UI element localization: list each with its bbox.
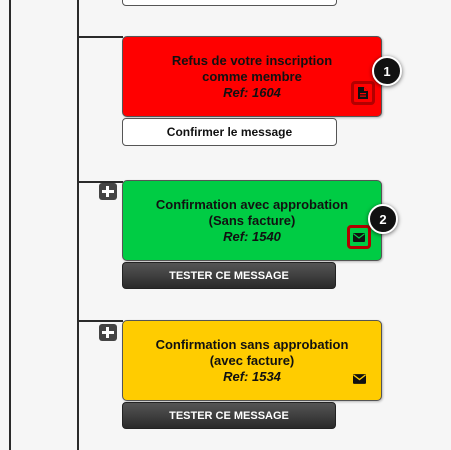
document-icon [358, 87, 368, 99]
test-message-button[interactable]: TESTER CE MESSAGE [122, 262, 336, 289]
card-ref: Ref: 1540 [223, 229, 281, 244]
envelope-icon [353, 232, 365, 242]
card-title-line2: comme membre [202, 69, 302, 84]
confirm-message-button[interactable]: Confirmer le message [122, 118, 337, 146]
envelope-icon [353, 374, 366, 384]
card-title-line1: Confirmation avec approbation [155, 197, 349, 212]
card-title-line2: (Sans facture) [208, 213, 296, 228]
tree-branch-2 [77, 181, 123, 183]
send-email-button[interactable] [353, 371, 367, 384]
expand-plus-icon[interactable] [99, 324, 117, 341]
tree-branch-1 [77, 36, 123, 38]
tree-line-inner [77, 0, 79, 450]
card-title-line1: Confirmation sans approbation [155, 337, 349, 352]
card-title-line1: Refus de votre inscription [171, 53, 333, 68]
send-email-button[interactable] [347, 225, 371, 249]
expand-plus-icon[interactable] [99, 183, 117, 200]
message-card-refus[interactable]: Refus de votre inscription comme membre … [122, 36, 382, 117]
previous-message-button[interactable] [122, 0, 337, 6]
callout-badge-1: 1 [372, 56, 402, 86]
message-card-avec-approbation[interactable]: Confirmation avec approbation (Sans fact… [122, 180, 382, 261]
card-ref: Ref: 1534 [223, 369, 281, 384]
test-message-button[interactable]: TESTER CE MESSAGE [122, 402, 336, 429]
card-title-line2: (avec facture) [209, 353, 295, 368]
view-document-button[interactable] [351, 81, 375, 105]
message-card-sans-approbation[interactable]: Confirmation sans approbation (avec fact… [122, 320, 382, 401]
tree-line-outer [9, 0, 11, 450]
callout-badge-2: 2 [368, 204, 398, 234]
card-ref: Ref: 1604 [223, 85, 281, 100]
tree-branch-3 [77, 320, 123, 322]
